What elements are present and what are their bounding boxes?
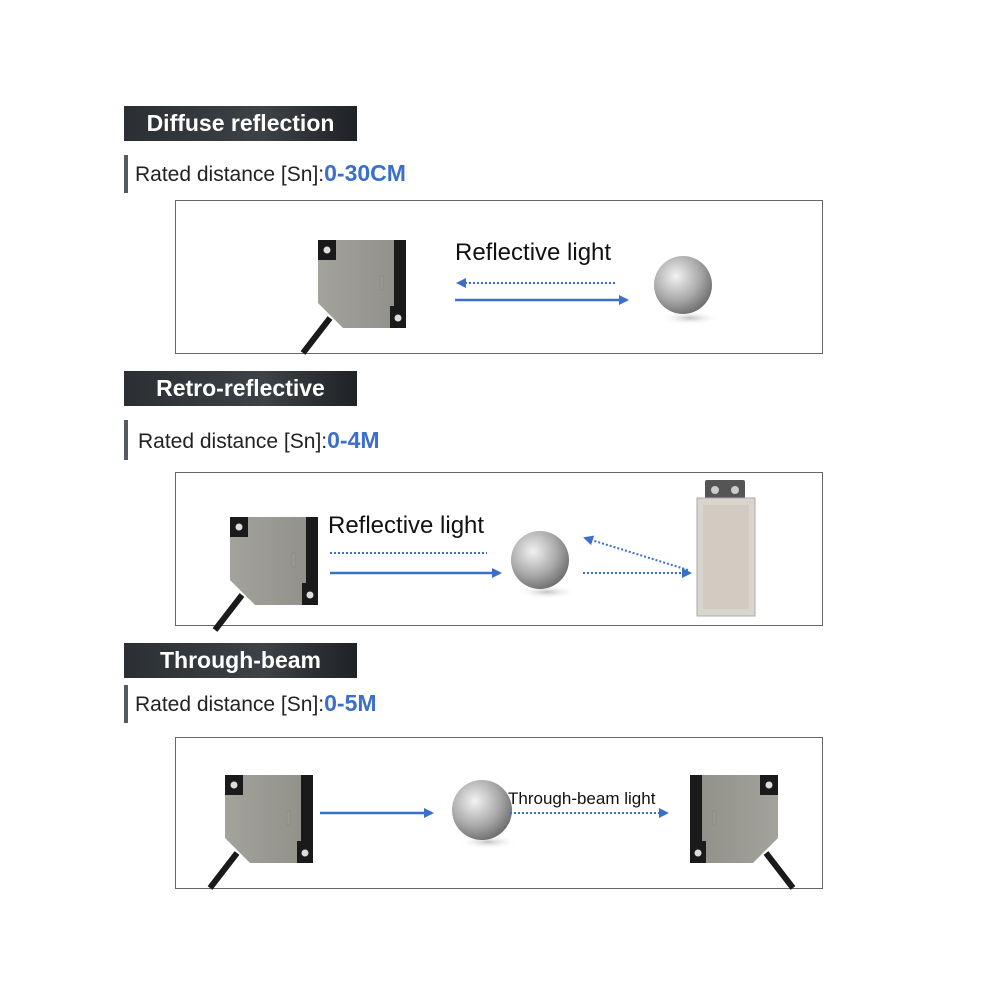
rated-value: 0-5M — [324, 690, 377, 716]
light-label-retro: Reflective light — [328, 512, 485, 539]
rated-distance-diffuse: Rated distance [Sn]:0-30CM — [135, 160, 406, 187]
diagram-box-diffuse — [175, 200, 823, 354]
reflector-icon — [696, 480, 756, 617]
ball-object-icon — [654, 256, 712, 314]
rated-label: Rated distance [Sn]: — [135, 693, 325, 716]
rated-bar — [124, 685, 128, 723]
dotted-arrow-back — [583, 535, 689, 571]
section-title-diffuse: Diffuse reflection — [124, 106, 357, 141]
sensor-icon — [303, 240, 406, 353]
sensor-icon — [215, 517, 318, 630]
rated-value: 0-30CM — [324, 160, 406, 186]
ball-object-icon — [452, 780, 512, 840]
light-label-through-beam: Through-beam light — [508, 789, 656, 808]
rated-label: Rated distance [Sn]: — [135, 163, 325, 186]
sensor-icon-receiver — [690, 775, 793, 888]
section-title-through-beam: Through-beam — [124, 643, 357, 678]
rated-bar — [124, 155, 128, 193]
sensor-icon-emitter — [210, 775, 313, 888]
rated-value: 0-4M — [327, 427, 380, 453]
light-label-diffuse: Reflective light — [455, 239, 612, 266]
ball-object-icon — [511, 531, 569, 589]
rated-distance-through-beam: Rated distance [Sn]:0-5M — [135, 690, 377, 717]
rated-bar — [124, 420, 128, 460]
rated-label: Rated distance [Sn]: — [138, 430, 328, 453]
rated-distance-retro: Rated distance [Sn]:0-4M — [138, 427, 380, 454]
section-title-retro: Retro-reflective — [124, 371, 357, 406]
